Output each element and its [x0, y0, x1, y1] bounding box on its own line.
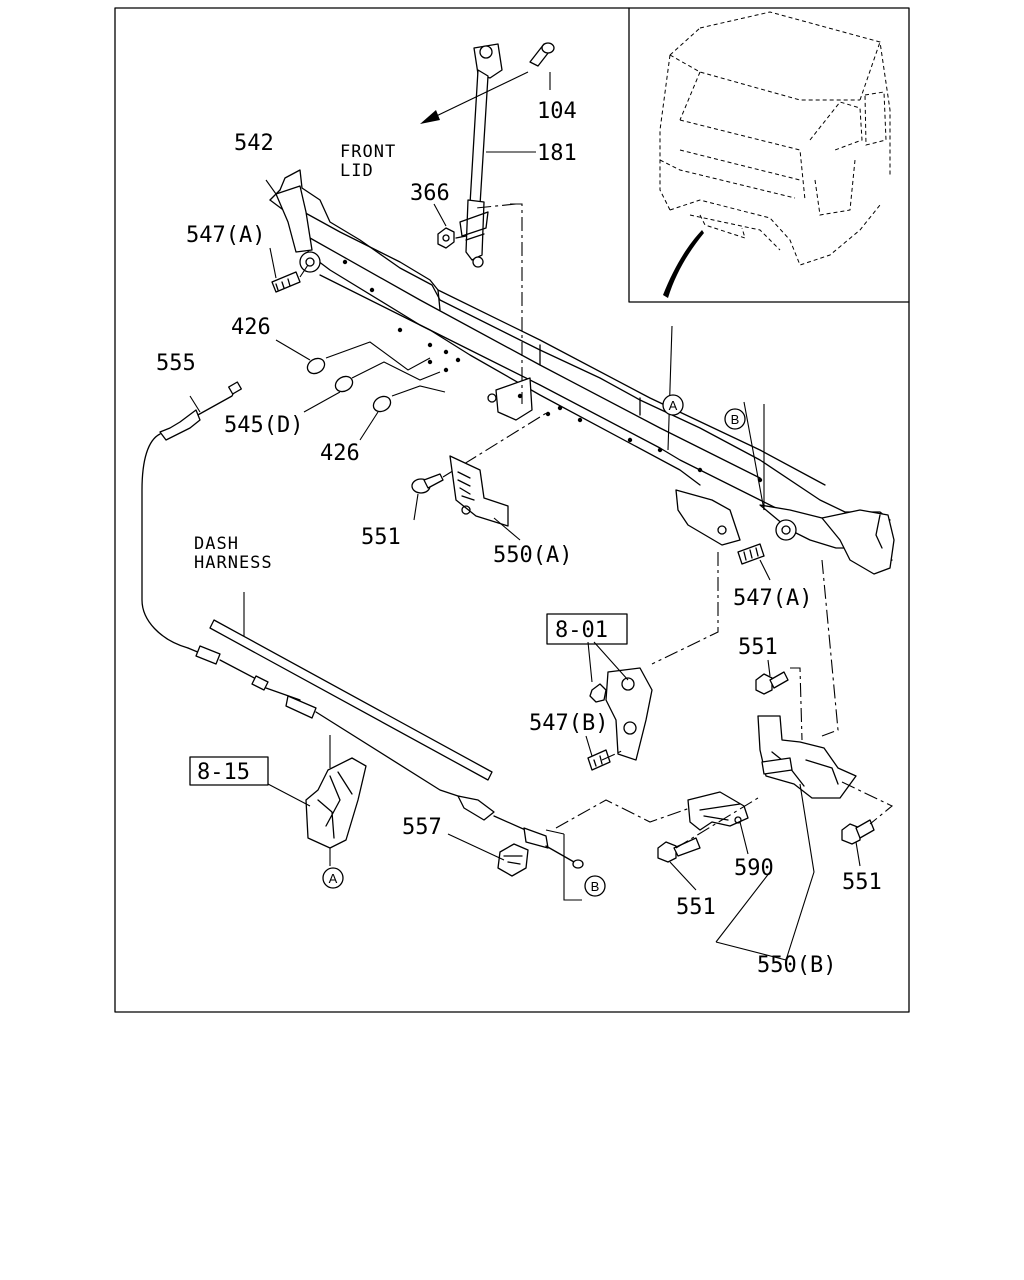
cross-member-542 [269, 169, 895, 575]
marker-b-bottom: B [584, 875, 606, 897]
cab-pointer-arrow [663, 230, 704, 298]
label-557: 557 [402, 815, 442, 840]
label-426-bottom: 426 [320, 441, 360, 466]
bolt-547a-right [737, 543, 765, 565]
bracket-550a [449, 455, 509, 527]
marker-a-bar: A [662, 394, 684, 416]
inset-frame [628, 7, 910, 303]
bolt-104 [529, 42, 555, 67]
reference-box-801: 8-01 [546, 613, 628, 645]
svg-text:A: A [669, 398, 678, 413]
lid-support-strut [459, 43, 503, 268]
bolt-547b [587, 749, 611, 771]
label-550a: 550(A) [493, 543, 572, 568]
grommet-426-top [306, 357, 326, 375]
bolt-551-bottom [657, 837, 701, 863]
label-551-right-top: 551 [738, 635, 778, 660]
reference-box-815: 8-15 [189, 756, 269, 786]
marker-a-bottom: A [322, 867, 344, 889]
bracket-801 [589, 667, 653, 761]
label-555: 555 [156, 351, 196, 376]
label-551-right-bottom: 551 [842, 870, 882, 895]
reference-815-text: 8-15 [197, 760, 250, 785]
label-551-bottom: 551 [676, 895, 716, 920]
svg-text:A: A [329, 871, 338, 886]
svg-text:B: B [731, 412, 740, 427]
bracket-590 [687, 791, 749, 831]
clamp-815 [305, 735, 367, 866]
note-dash: DASH [194, 534, 239, 554]
bolt-551-right-top [755, 671, 789, 695]
label-545d: 545(D) [224, 413, 303, 438]
label-547a-top: 547(A) [186, 223, 265, 248]
label-590: 590 [734, 856, 774, 881]
bolt-547a-left [271, 261, 311, 293]
reference-801-text: 8-01 [555, 618, 608, 643]
label-551-left: 551 [361, 525, 401, 550]
svg-text:B: B [591, 879, 600, 894]
label-181: 181 [537, 141, 577, 166]
label-104: 104 [537, 99, 577, 124]
marker-b-bar: B [724, 408, 746, 430]
truck-cab-illustration [659, 11, 891, 298]
note-harness: HARNESS [194, 553, 273, 573]
label-366: 366 [410, 181, 450, 206]
label-426-top: 426 [231, 315, 271, 340]
dash-harness [209, 619, 493, 781]
front-direction-arrow [420, 71, 529, 124]
grommet-545d [334, 375, 354, 393]
note-front: FRONT [340, 142, 396, 162]
note-lid: LID [340, 161, 374, 181]
cable-555 [141, 381, 584, 869]
label-547b: 547(B) [529, 711, 608, 736]
clip-557 [497, 843, 529, 877]
label-542: 542 [234, 131, 274, 156]
bolt-551-right-bottom [841, 819, 875, 845]
label-547a-right: 547(A) [733, 586, 812, 611]
bracket-550b [757, 715, 857, 799]
nut-366 [437, 227, 467, 249]
grommet-426-bottom [372, 395, 392, 413]
label-550b: 550(B) [757, 953, 836, 978]
